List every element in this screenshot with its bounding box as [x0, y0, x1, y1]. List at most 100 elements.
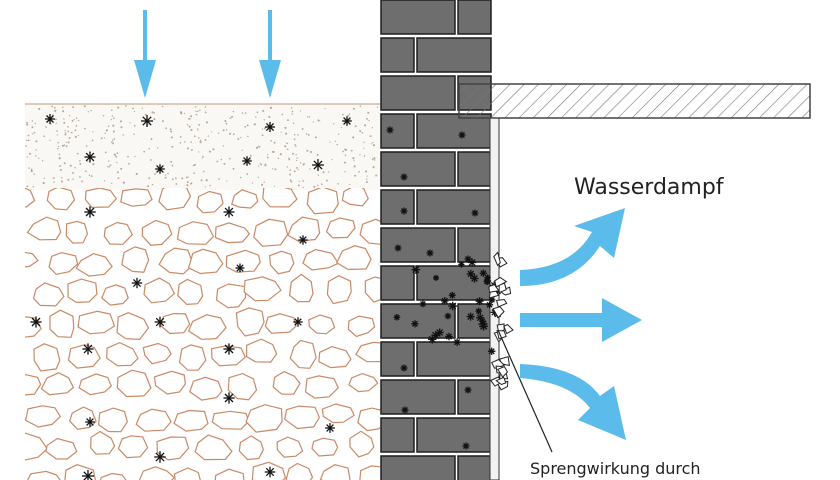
sand-grain — [364, 170, 368, 173]
sand-grain — [161, 120, 164, 123]
sand-grain — [119, 120, 122, 123]
sand-grain — [372, 166, 375, 169]
sand-grain — [65, 141, 67, 143]
sand-grain — [112, 130, 115, 133]
sand-grain — [153, 118, 156, 121]
ice-crystal-icon — [433, 274, 440, 281]
sand-grain — [117, 106, 120, 109]
gravel-stone — [253, 218, 289, 247]
gravel-stone — [238, 435, 264, 461]
sand-grain — [287, 119, 289, 122]
sand-grain — [352, 136, 355, 139]
gravel-stone — [326, 275, 352, 305]
ice-crystal-icon — [419, 300, 427, 308]
sand-grain — [348, 113, 351, 115]
brick — [380, 37, 415, 73]
gravel-stone — [357, 407, 380, 432]
sand-grain — [84, 127, 86, 130]
sand-grain — [302, 186, 304, 188]
sand-grain — [307, 134, 310, 136]
sand-grain — [286, 166, 289, 168]
down-arrow-icon — [259, 10, 281, 98]
gravel-stone — [33, 343, 61, 372]
gravel-stone — [276, 436, 304, 458]
curved-arrow-down-icon — [520, 364, 626, 440]
sand-grain — [143, 150, 146, 153]
sand-grain — [222, 129, 225, 132]
sand-grain — [261, 134, 264, 137]
sand-grain — [107, 125, 110, 127]
sand-grain — [306, 149, 309, 152]
gravel-stone — [231, 189, 259, 209]
ice-crystal-icon — [235, 263, 245, 273]
gravel-stone — [336, 245, 372, 271]
gravel-stone — [235, 307, 265, 337]
sand-grain — [149, 159, 152, 161]
sand-grain — [312, 121, 315, 123]
ice-crystal-icon — [264, 466, 276, 478]
gravel-stone — [187, 248, 224, 275]
gravel-stone — [178, 344, 207, 371]
brick — [380, 265, 415, 301]
gravel-stone — [32, 282, 65, 307]
sand-grain — [113, 117, 115, 120]
sand-grain — [115, 156, 118, 158]
gravel-stone — [25, 188, 36, 208]
sand-grain — [135, 172, 138, 176]
brick — [457, 379, 492, 415]
sand-grain — [195, 106, 197, 108]
sand-grain — [193, 172, 196, 175]
ice-crystal-icon — [325, 423, 335, 433]
sand-grain — [103, 137, 106, 139]
sand-grain — [262, 109, 265, 112]
sand-grain — [218, 178, 220, 180]
sand-grain — [229, 157, 231, 160]
sand-grain — [108, 166, 110, 168]
sand-grain — [179, 111, 183, 114]
sand-grain — [200, 139, 202, 142]
ice-crystal-icon — [411, 265, 421, 274]
ice-crystal-icon — [479, 269, 487, 277]
sand-grain — [284, 126, 287, 129]
sand-grain — [26, 123, 29, 126]
sand-grain — [286, 142, 288, 145]
sand-grain — [274, 168, 277, 171]
sand-grain — [33, 173, 35, 175]
sand-grain — [284, 145, 287, 148]
ice-crystal-icon — [265, 122, 275, 132]
sand-grain — [204, 106, 207, 108]
gravel-stone — [25, 374, 42, 396]
sand-grain — [67, 178, 70, 181]
brick — [380, 303, 456, 339]
sand-grain — [226, 180, 228, 182]
sand-grain — [297, 184, 300, 187]
sand-grain — [171, 145, 174, 148]
gravel-stone — [341, 188, 369, 207]
sand-grain — [257, 176, 260, 179]
sand-grain — [327, 171, 330, 173]
gravel-stone — [65, 220, 89, 244]
sand-grain — [103, 180, 106, 182]
ice-crystal-icon — [475, 307, 482, 315]
ice-crystal-icon — [448, 291, 456, 299]
sand-grain — [334, 140, 336, 142]
ice-crystal-icon — [242, 156, 252, 166]
gravel-stone — [26, 216, 62, 241]
ice-crystal-icon — [448, 301, 458, 311]
sand-grain — [336, 143, 338, 146]
sand-grain — [286, 148, 289, 151]
sand-grain — [223, 162, 226, 165]
sand-grain — [45, 126, 47, 128]
brick — [416, 37, 492, 73]
spalling-fragments — [488, 251, 514, 391]
brick-wall — [380, 0, 492, 480]
sand-grain — [359, 154, 361, 156]
ice-crystal-icon — [141, 115, 153, 127]
sand-grain — [53, 106, 56, 109]
ice-crystal-icon — [445, 332, 453, 341]
sand-grain — [63, 118, 65, 120]
sand-grain — [197, 128, 199, 130]
sand-grain — [344, 148, 347, 152]
sand-grain — [309, 168, 311, 170]
